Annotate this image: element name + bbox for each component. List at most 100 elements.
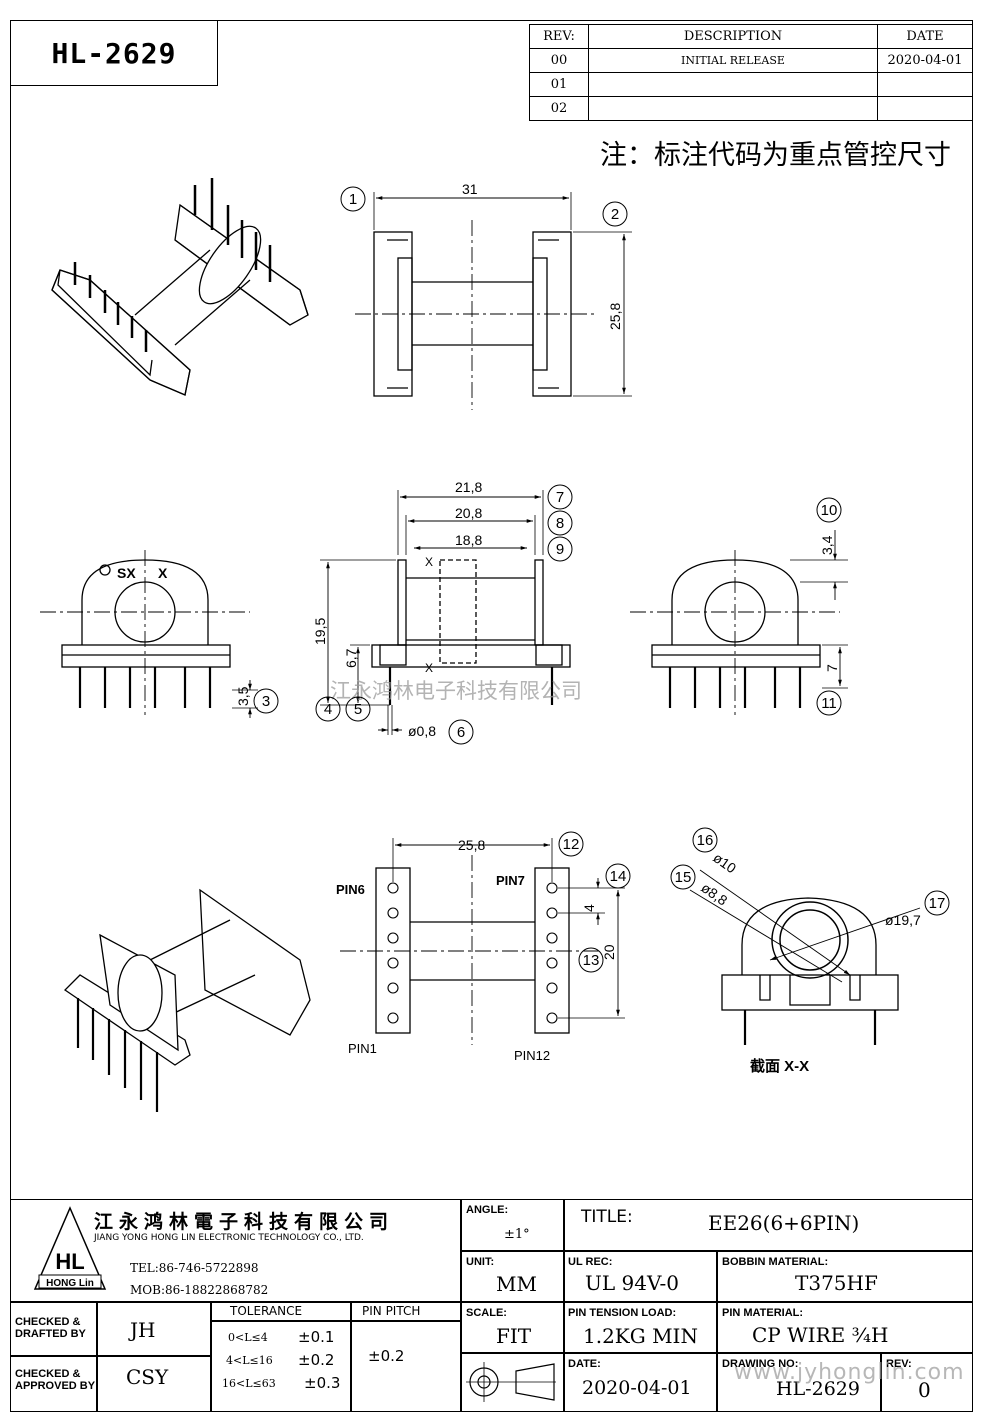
section-mark-top: X (425, 555, 433, 569)
tolerance-range: 0<L≤4 (228, 1331, 268, 1344)
svg-text:HONG Lin: HONG Lin (46, 1278, 94, 1289)
checked-approved-label: CHECKED & APPROVED BY (15, 1368, 96, 1392)
pin1-label: PIN1 (348, 1041, 377, 1056)
dim-25-8-bottom: 25,8 (458, 837, 485, 853)
svg-text:12: 12 (563, 836, 580, 853)
scale-label: SCALE: (466, 1307, 507, 1319)
tolerance-value: ±0.2 (298, 1351, 335, 1369)
svg-text:13: 13 (583, 952, 600, 969)
control-dimension-note: 注：标注代码为重点管控尺寸 (600, 140, 951, 171)
dim-18-8: 18,8 (455, 532, 482, 548)
unit-value: MM (496, 1272, 537, 1296)
grid-line (460, 1250, 973, 1252)
part-number-title: HL-2629 (10, 20, 218, 86)
grid-line (350, 1301, 352, 1412)
balloon-7: 7 (547, 484, 573, 510)
ul-rec-value: UL 94V-0 (585, 1271, 680, 1295)
iso-view-top (51, 178, 309, 396)
sx-label: SX (117, 565, 136, 581)
pin-pitch-label: PIN PITCH (362, 1304, 421, 1318)
revision-table: REV: DESCRIPTION DATE 00 INITIAL RELEASE… (529, 24, 973, 121)
company-name-cn: 江永鸿林電子科技有限公司 (94, 1211, 395, 1233)
dim-4: 4 (581, 904, 597, 912)
drafted-by-value: JH (130, 1318, 156, 1342)
pin-pitch-value: ±0.2 (368, 1347, 405, 1365)
svg-text:1: 1 (349, 191, 357, 208)
company-mob: MOB:86-18822868782 (130, 1283, 269, 1297)
dim-3-5: 3,5 (235, 686, 251, 706)
rev-value: 0 (918, 1378, 931, 1402)
pin-material-label: PIN MATERIAL: (722, 1307, 804, 1319)
x-label: X (158, 565, 168, 581)
grid-line (210, 1320, 460, 1322)
grid-line (10, 1355, 210, 1357)
description-cell (588, 96, 878, 121)
svg-text:2: 2 (611, 206, 619, 223)
rev-cell: 01 (529, 72, 589, 97)
dim-25-8-side: 25,8 (607, 303, 623, 330)
dim-7: 7 (824, 664, 840, 672)
balloon-12: 12 (558, 831, 584, 857)
technical-drawing: 31 25,8 21,8 20,8 18,8 19,5 6,7 3,5 ø0,8… (40, 178, 950, 1112)
dim-phi-8-8: ø8,8 (698, 879, 730, 908)
balloon-2: 2 (602, 201, 628, 227)
company-watermark: 江永鸿林电子科技有限公司 (330, 680, 582, 703)
balloon-13: 13 (578, 947, 604, 973)
dim-31: 31 (462, 181, 478, 197)
side-view-right (630, 530, 848, 715)
balloon-9: 9 (547, 536, 573, 562)
front-view-left (40, 550, 258, 718)
tolerance-range: 4<L≤16 (226, 1354, 273, 1367)
ul-rec-label: UL REC: (568, 1256, 613, 1268)
svg-text:7: 7 (556, 489, 564, 506)
grid-line (460, 1352, 973, 1354)
scale-value: FIT (496, 1324, 532, 1348)
description-cell (588, 72, 878, 97)
angle-value: ±1° (504, 1227, 530, 1242)
tolerance-range: 16<L≤63 (222, 1377, 276, 1390)
balloon-11: 11 (816, 690, 842, 716)
company-name-en: JIANG YONG HONG LIN ELECTRONIC TECHNOLOG… (94, 1233, 364, 1243)
svg-text:16: 16 (697, 832, 714, 849)
bobbin-material-label: BOBBIN MATERIAL: (722, 1256, 829, 1268)
pin6-label: PIN6 (336, 882, 365, 897)
svg-text:11: 11 (821, 695, 837, 712)
drawing-no-value: HL-2629 (776, 1378, 860, 1400)
svg-text:3: 3 (262, 693, 270, 710)
balloon-10: 10 (816, 497, 842, 523)
grid-line (210, 1301, 212, 1412)
company-logo: HL HONG Lin (33, 1206, 107, 1290)
svg-text:14: 14 (610, 868, 627, 885)
dim-21-8: 21,8 (455, 479, 482, 495)
projection-symbol (466, 1362, 556, 1402)
bobbin-material-value: T375HF (795, 1271, 878, 1295)
pin7-label: PIN7 (496, 873, 525, 888)
top-view (355, 192, 632, 410)
title-label: TITLE: (581, 1207, 633, 1227)
tolerance-value: ±0.3 (304, 1374, 341, 1392)
pin-tension-value: 1.2KG MIN (583, 1324, 698, 1348)
grid-line (880, 1352, 882, 1412)
drawing-no-label: DRAWING NO: (722, 1358, 799, 1370)
svg-text:10: 10 (821, 502, 838, 519)
balloon-6: 6 (448, 719, 474, 745)
svg-text:HL: HL (55, 1249, 84, 1274)
date-value: 2020-04-01 (582, 1377, 692, 1399)
dim-6-7: 6,7 (343, 648, 359, 668)
rev-label: REV: (886, 1358, 912, 1370)
balloon-15: 15 (670, 864, 696, 890)
svg-text:9: 9 (556, 541, 564, 558)
drawing-frame (10, 20, 973, 1412)
tolerance-label: TOLERANCE (230, 1304, 303, 1318)
svg-text:6: 6 (457, 724, 465, 741)
date-cell (877, 96, 973, 121)
pin-tension-label: PIN TENSION LOAD: (568, 1307, 677, 1319)
grid-line (716, 1250, 718, 1412)
balloon-16: 16 (692, 827, 718, 853)
svg-text:15: 15 (675, 869, 692, 886)
balloon-5: 5 (345, 696, 371, 722)
svg-text:8: 8 (556, 515, 564, 532)
rev-cell: 02 (529, 96, 589, 121)
dim-20-8: 20,8 (455, 505, 482, 521)
section-mark-bottom: X (425, 661, 433, 675)
